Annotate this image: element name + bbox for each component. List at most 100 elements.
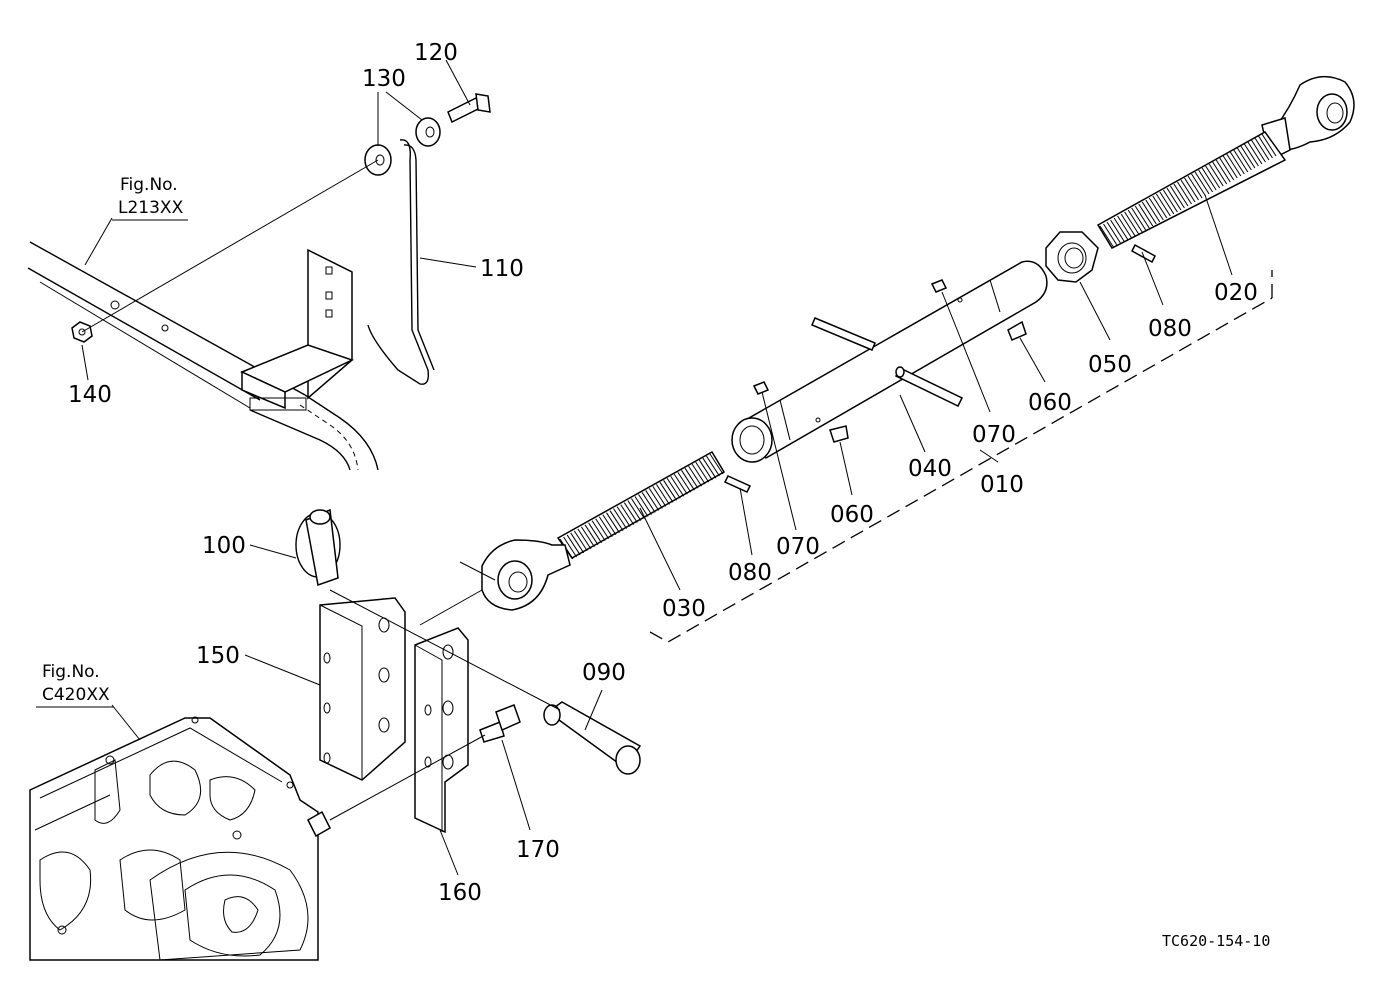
label-170: 170 [516, 837, 560, 863]
thread-ring [645, 490, 660, 511]
thread-ring [1141, 201, 1157, 225]
thread-ring [623, 502, 638, 523]
thread-ring [1170, 185, 1185, 209]
thread-ring [1117, 215, 1133, 239]
thread-ring [570, 532, 585, 554]
thread-ring [1124, 211, 1140, 235]
thread-ring [1240, 145, 1256, 169]
label-030: 030 [662, 596, 706, 622]
lynch-pin-100 [295, 508, 341, 586]
thread-ring [1212, 161, 1228, 185]
thread-ring [1247, 141, 1263, 165]
thread-ring [652, 486, 667, 507]
washer-130-b [415, 117, 441, 147]
label-080-b: 080 [728, 560, 772, 586]
thread-ring [598, 516, 613, 538]
thread-ring [1229, 151, 1245, 175]
nut-050 [1045, 231, 1099, 283]
thread-ring [673, 473, 688, 495]
bolt-170 [479, 704, 521, 743]
thread-ring [666, 478, 681, 499]
label-120: 120 [414, 40, 458, 66]
thread-ring [1155, 193, 1171, 217]
thread-ring [616, 506, 631, 527]
thread-ring [1148, 197, 1164, 221]
thread-ring [595, 518, 610, 540]
thread-ring [606, 512, 620, 533]
thread-ring [566, 534, 581, 556]
thread-ring [1261, 133, 1277, 157]
thread-ring [1187, 175, 1203, 199]
thread-ring [1194, 171, 1210, 195]
thread-ring [563, 536, 577, 558]
thread-020 [1096, 131, 1287, 249]
label-050: 050 [1088, 352, 1132, 378]
frame-bracket [240, 248, 354, 411]
thread-ring [1208, 163, 1224, 187]
barrel-010 [731, 260, 1048, 463]
thread-ring [691, 463, 706, 485]
fig-ref-1-prefix: Fig.No. [120, 175, 178, 195]
transmission-case [29, 716, 331, 961]
thread-ring [1219, 157, 1235, 181]
thread-ring [702, 457, 717, 479]
thread-ring [1159, 191, 1175, 215]
pin-080-a [1131, 243, 1156, 264]
thread-ring [1233, 149, 1249, 173]
thread-ring [631, 498, 645, 519]
thread-ring [1201, 167, 1217, 191]
thread-ring [1106, 221, 1122, 245]
thread-ring [1198, 169, 1214, 193]
thread-030 [556, 450, 726, 560]
thread-ring [1134, 205, 1150, 229]
thread-ring [709, 453, 724, 475]
label-150: 150 [196, 643, 240, 669]
thread-ring [584, 524, 599, 546]
thread-ring [613, 508, 627, 529]
label-110: 110 [480, 256, 524, 282]
bracket-160 [414, 627, 469, 834]
fitting-060-b [829, 425, 849, 443]
thread-ring [688, 465, 702, 487]
thread-ring [1127, 209, 1143, 233]
handle-040 [811, 317, 964, 407]
thread-ring [581, 526, 595, 548]
thread-ring [1226, 153, 1242, 177]
thread-ring [659, 482, 674, 503]
thread-ring [684, 467, 699, 489]
pin-090 [543, 701, 642, 775]
thread-ring [1222, 155, 1238, 179]
thread-ring [1103, 223, 1118, 247]
label-080-a: 080 [1148, 316, 1192, 342]
thread-ring [577, 528, 592, 550]
thread-ring [641, 492, 656, 513]
leader-lines [81, 59, 1233, 876]
thread-ring [1173, 183, 1189, 207]
thread-ring [1099, 225, 1115, 249]
thread-ring [609, 510, 624, 531]
thread-ring [1191, 173, 1206, 197]
thread-ring [1258, 135, 1273, 159]
thread-ring [1205, 165, 1221, 189]
thread-ring [620, 504, 635, 525]
thread-ring [663, 480, 677, 501]
fig-ref-2-prefix: Fig.No. [42, 662, 100, 682]
label-060-b: 060 [830, 502, 874, 528]
thread-ring [1162, 189, 1178, 213]
label-090: 090 [582, 660, 626, 686]
rod-110 [367, 139, 435, 385]
thread-ring [1180, 179, 1196, 203]
thread-ring [1145, 199, 1161, 223]
screw-070-a [930, 279, 948, 293]
thread-ring [634, 496, 649, 517]
thread-ring [681, 469, 695, 491]
thread-ring [1152, 195, 1168, 219]
label-040: 040 [908, 456, 952, 482]
thread-ring [591, 520, 606, 542]
label-100: 100 [202, 533, 246, 559]
thread-ring [1113, 217, 1129, 241]
label-020: 020 [1214, 280, 1258, 306]
label-160: 160 [438, 880, 482, 906]
thread-ring [602, 514, 617, 535]
